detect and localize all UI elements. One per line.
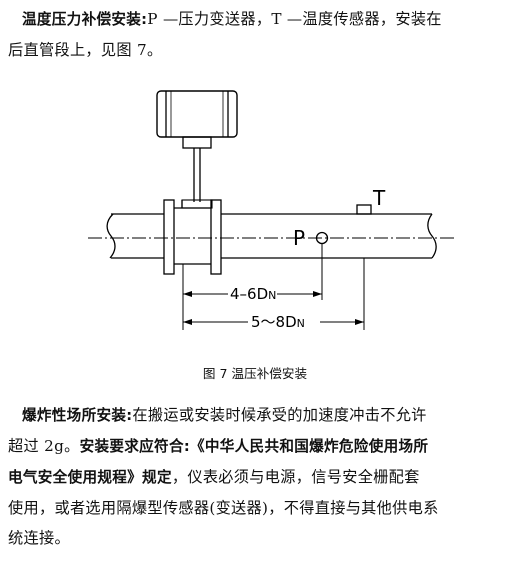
- installation-diagram: T P 4–6DN 5～8DN: [88, 90, 456, 331]
- dimension-label-5-8dn: 5～8DN: [251, 313, 305, 331]
- paragraph-line: 温度压力补偿安装:P —压力变送器，T —温度传感器，安装在: [8, 4, 504, 35]
- temperature-sensor: [356, 204, 372, 215]
- figure-caption: 图 7 温压补偿安装: [202, 366, 308, 381]
- transmitter-neck: [182, 136, 212, 149]
- flange-right: [210, 199, 222, 275]
- paragraph-line: 超过 2g。安装要求应符合:《中华人民共和国爆炸危险使用场所: [8, 431, 504, 462]
- section-heading-explosion: 爆炸性场所安装: [22, 407, 127, 424]
- transmitter-head: [156, 90, 238, 138]
- paragraph-explosion-proof: 爆炸性场所安装:在搬运或安装时候承受的加速度冲击不允许 超过 2g。安装要求应符…: [8, 400, 504, 553]
- paragraph-line: 统连接。: [8, 529, 70, 547]
- dim2-subscript: N: [297, 317, 305, 330]
- paragraph-line: 电气安全使用规程》规定，仪表必须与电源，信号安全栅配套: [8, 462, 504, 493]
- dim1-subscript: N: [268, 289, 276, 302]
- paragraph-text: ，仪表必须与电源，信号安全栅配套: [171, 468, 420, 486]
- section-heading-temp-pressure: 温度压力补偿安装: [22, 11, 142, 28]
- paragraph-temp-pressure: 温度压力补偿安装:P —压力变送器，T —温度传感器，安装在 后直管段上，见图 …: [8, 4, 504, 65]
- paragraph-line: 后直管段上，见图 7。: [8, 41, 163, 59]
- pipe-break-right: [427, 213, 437, 259]
- dim1-main: 4–6D: [230, 285, 268, 303]
- paragraph-line: 使用，或者选用隔爆型传感器(变送器)，不得直接与其他供电系: [8, 499, 439, 517]
- dimension-arrows: [183, 291, 364, 325]
- paragraph-text: 在搬运或安装时候承受的加速度冲击不允许: [132, 406, 427, 424]
- paragraph-bold-text: 电气安全使用规程》规定: [8, 469, 172, 486]
- label-temperature-sensor: T: [372, 186, 386, 210]
- paragraph-text: 超过 2g。: [8, 437, 80, 455]
- paragraph-line: 爆炸性场所安装:在搬运或安装时候承受的加速度冲击不允许: [8, 400, 504, 431]
- heading-colon: :: [141, 11, 148, 28]
- pipe-break-left: [106, 213, 116, 259]
- label-pressure-transmitter: P: [293, 226, 305, 250]
- paragraph-bold-text: 安装要求应符合:《中华人民共和国爆炸危险使用场所: [79, 438, 429, 455]
- dim2-main: 5～8D: [251, 313, 297, 331]
- pipe-assembly: [106, 90, 437, 275]
- paragraph-text: P —压力变送器，T —温度传感器，安装在: [147, 10, 442, 28]
- flange-left: [163, 199, 175, 275]
- dimension-label-4-6dn: 4–6DN: [230, 285, 276, 303]
- heading-colon: :: [126, 407, 133, 424]
